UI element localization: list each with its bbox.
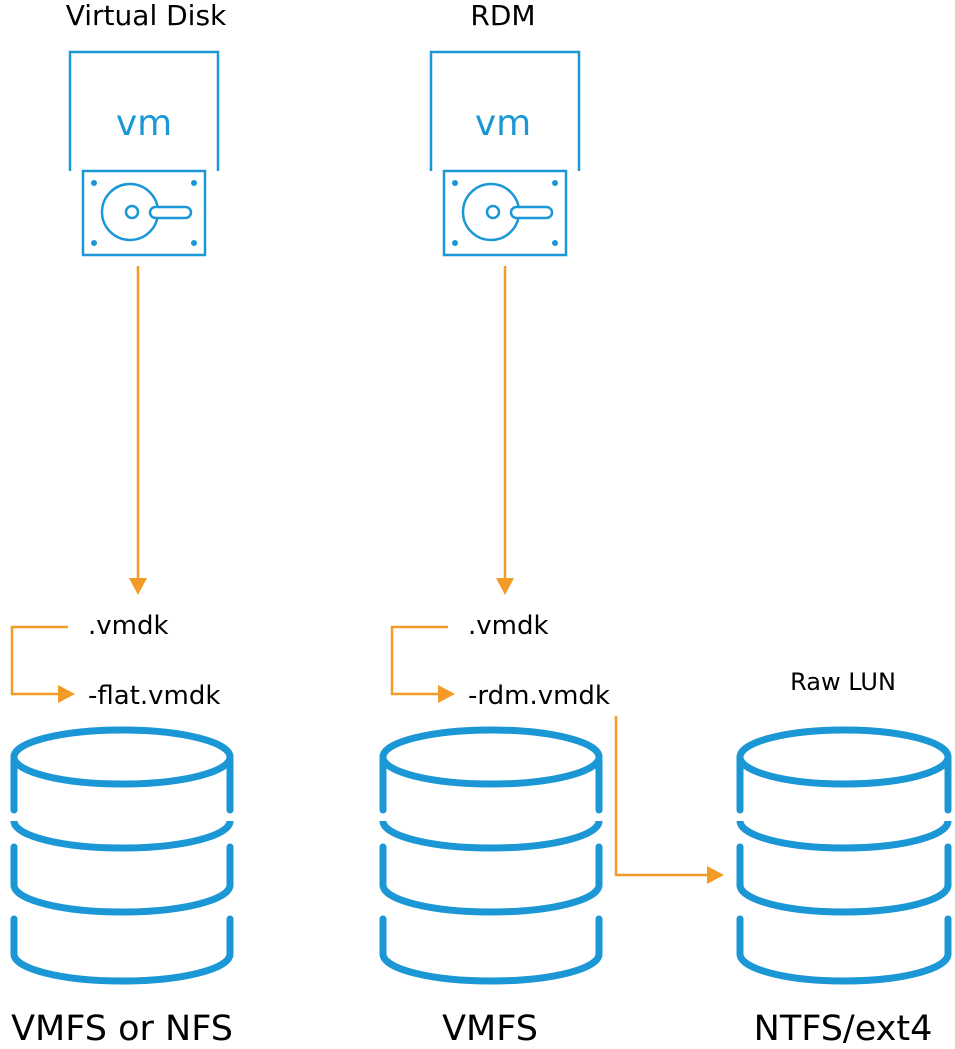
arrow-icon-rdm-vm-to-vmdk — [496, 266, 514, 595]
arrow-icon-vm-to-vmdk — [129, 266, 147, 595]
arrow-icon-rdm-to-raw-lun — [614, 716, 724, 884]
rdm-vmdk-descriptor-label: .vmdk — [468, 611, 549, 641]
arrow-icon-vmdk-to-flat — [10, 625, 75, 703]
flat-vmdk-file-label: -flat.vmdk — [88, 681, 221, 711]
database-cylinder-icon-virtual-disk — [10, 726, 234, 985]
arrow-icon-vmdk-to-rdm — [390, 625, 455, 703]
rdm-vmdk-file-label: -rdm.vmdk — [468, 681, 610, 711]
datastore-label-vmfs: VMFS — [442, 1009, 538, 1049]
vm-box-icon-rdm — [429, 50, 581, 171]
database-cylinder-icon-raw-lun — [736, 726, 952, 985]
raw-lun-title: Raw LUN — [790, 668, 896, 696]
vm-label-virtual-disk: vm — [115, 103, 173, 144]
datastore-label-vmfs-or-nfs: VMFS or NFS — [11, 1009, 233, 1049]
datastore-label-ntfs-ext4: NTFS/ext4 — [753, 1009, 933, 1049]
virtual-disk-title: Virtual Disk — [65, 0, 227, 32]
hard-disk-icon-rdm — [442, 169, 568, 257]
rdm-title: RDM — [470, 0, 536, 32]
database-cylinder-icon-vmfs — [379, 726, 603, 985]
vm-box-icon-virtual-disk — [68, 50, 220, 171]
vm-label-rdm: vm — [474, 103, 532, 144]
hard-disk-icon-virtual-disk — [81, 169, 207, 257]
vmdk-file-label: .vmdk — [88, 611, 169, 641]
